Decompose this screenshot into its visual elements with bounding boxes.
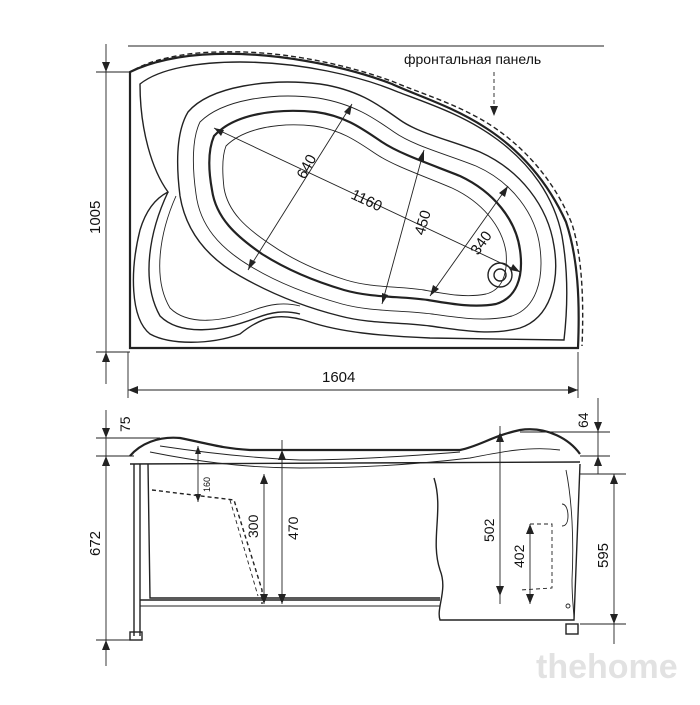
arrow-75-b: [102, 456, 110, 466]
arrow-64-b: [594, 456, 602, 466]
arrow-340-b: [430, 285, 439, 296]
dim-1160: 1160: [348, 186, 384, 215]
arrow-1005-b: [102, 352, 110, 362]
arrow-160-b: [195, 494, 201, 502]
seat-divider: [148, 191, 301, 331]
dim-75: 75: [117, 416, 133, 432]
overflow-slot: [561, 503, 569, 527]
front-panel-label: фронтальная панель: [404, 51, 541, 67]
rim-top-3: [149, 448, 561, 469]
seat-divider-2: [159, 195, 301, 321]
arrow-450-a: [418, 150, 424, 161]
arrow-402-b: [526, 594, 534, 604]
dim-470: 470: [285, 516, 301, 540]
front-panel-side: [433, 463, 581, 621]
seat-profile-dashed: [151, 489, 263, 604]
panel-screw: [565, 603, 571, 609]
panel-right-edge: [565, 469, 575, 621]
drain-inner: [493, 268, 507, 282]
arrow-300-b: [260, 594, 268, 604]
arrow-300-a: [260, 474, 268, 484]
tub-basin: [208, 109, 522, 307]
arrow-340-a: [499, 186, 508, 197]
arrow-640-a: [344, 104, 352, 115]
arrow-1604-a: [128, 386, 138, 394]
arrow-640-b: [248, 259, 256, 270]
tub-contour-1: [176, 81, 557, 333]
dim-1005: 1005: [87, 201, 104, 234]
arrow-450-b: [382, 293, 388, 304]
arrow-75-a: [102, 428, 110, 438]
front-panel-dashed: [133, 51, 584, 347]
rim-top-4: [159, 445, 461, 461]
seat-diag-dashed: [229, 499, 259, 597]
arrow-672-b: [102, 640, 110, 650]
dim-line-1160: [213, 127, 521, 273]
dim-402: 402: [511, 544, 527, 568]
arrow-470-b: [278, 594, 286, 604]
arrow-502-a: [496, 432, 504, 442]
arrow-1604-b: [568, 386, 578, 394]
dim-1604: 1604: [322, 369, 355, 386]
dim-502: 502: [481, 518, 497, 542]
dim-672: 672: [87, 531, 104, 556]
arrow-470-a: [278, 450, 286, 460]
tub-body-left: [147, 463, 440, 599]
dim-595: 595: [595, 543, 612, 568]
dim-300: 300: [245, 514, 261, 538]
rim-top-2: [129, 461, 581, 465]
arrow-502-b: [496, 586, 504, 596]
rim-top: [129, 428, 581, 457]
watermark-logo: thehome: [536, 648, 678, 686]
arrow-1005-a: [102, 62, 110, 72]
tub-rim-inner: [132, 61, 568, 343]
dim-line-340: [429, 185, 509, 297]
foot-left: [129, 631, 143, 641]
tub-contour-2: [192, 95, 542, 320]
arrow-1160-a: [214, 128, 224, 136]
arrow-595-a: [610, 474, 618, 484]
dim-160: 160: [202, 477, 212, 492]
dim-640: 640: [294, 152, 321, 182]
top-view: 1160 640 450 340 фронтальная панель 1005: [87, 44, 604, 398]
arrow-595-b: [610, 614, 618, 624]
arrow-160-a: [195, 446, 201, 454]
tub-basin-inner: [222, 124, 507, 297]
dim-line-640: [247, 103, 353, 271]
drain-pipe-dashed: [519, 523, 553, 591]
side-view: 160 300 470 502 402 75 672: [87, 398, 626, 666]
front-panel-arrow: [490, 106, 498, 116]
dim-450: 450: [412, 208, 435, 237]
arrow-64-a: [594, 422, 602, 432]
dim-340: 340: [467, 228, 495, 258]
dim-line-450: [381, 149, 425, 305]
arrow-1160-b: [510, 264, 520, 272]
tub-outer-outline: [128, 52, 580, 350]
foot-right: [565, 623, 579, 635]
arrow-402-a: [526, 524, 534, 534]
dim-64: 64: [575, 412, 591, 428]
